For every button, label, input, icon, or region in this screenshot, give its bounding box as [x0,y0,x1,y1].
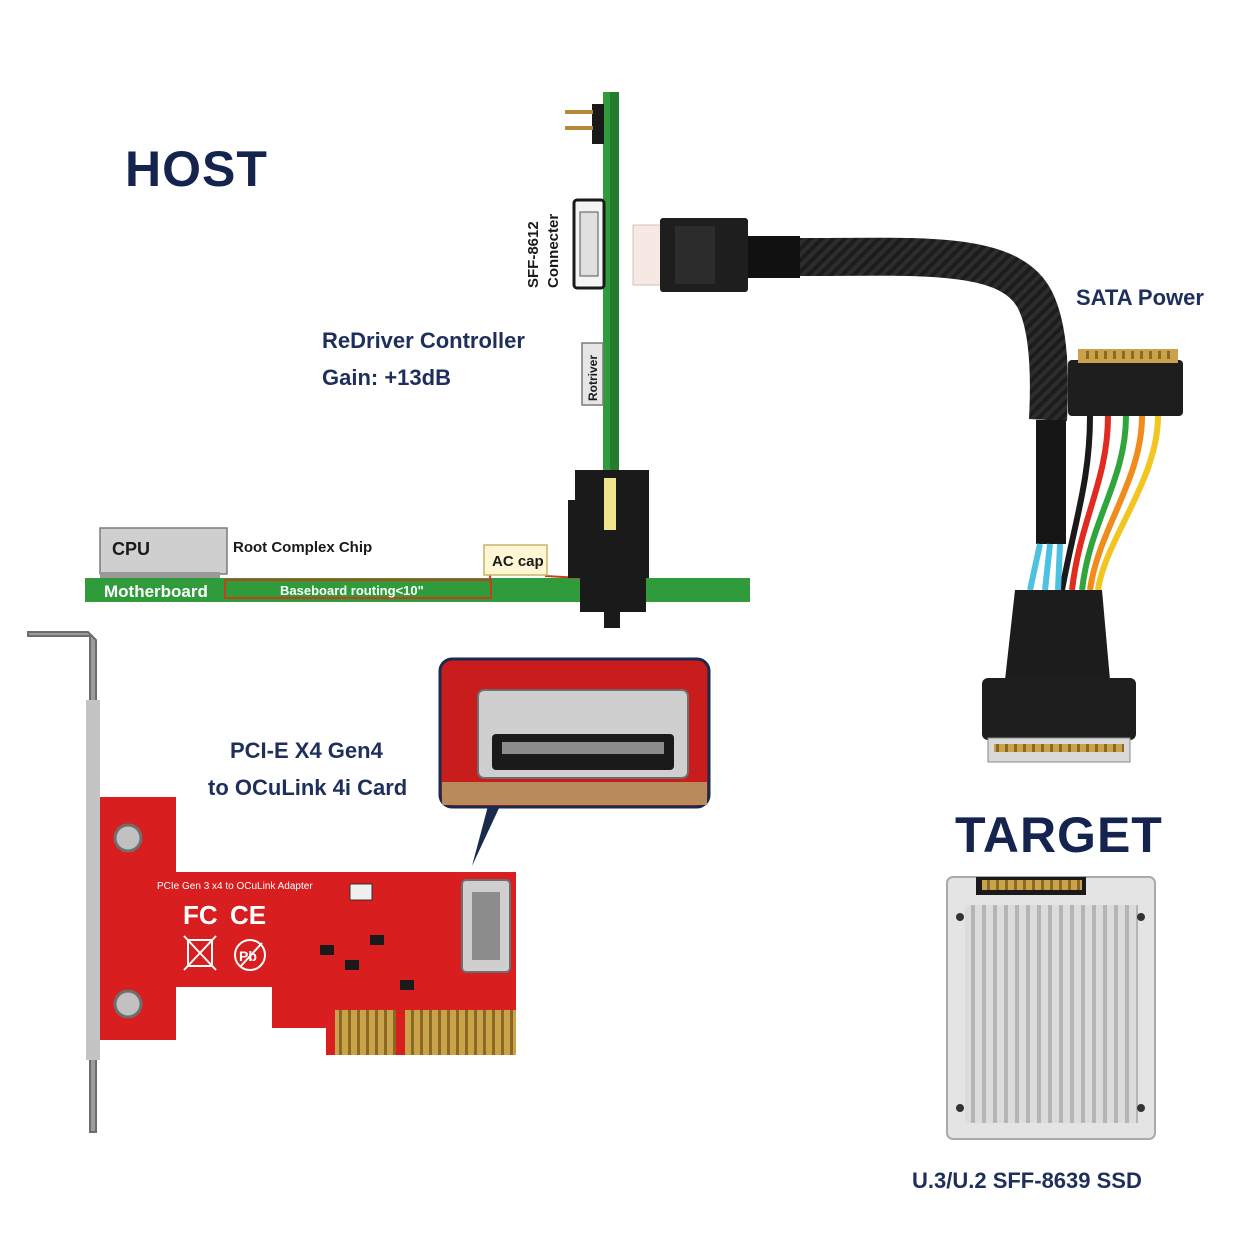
target-title: TARGET [955,807,1163,863]
pb-mark: Pb [239,948,257,964]
fc-mark: FC [183,900,218,930]
sata-power-label: SATA Power [1076,285,1204,310]
sff-connector-line1: SFF-8612 [525,221,542,288]
oculink-cable [632,218,1183,763]
baseboard-routing-label: Baseboard routing<10" [280,583,424,598]
redriver-title: ReDriver Controller [322,328,525,353]
u2-ssd [946,876,1156,1140]
cpu-label: CPU [112,539,150,559]
redriver-chip-label: Rotriver [586,355,600,401]
ssd-label: U.3/U.2 SFF-8639 SSD [912,1168,1142,1193]
root-complex-label: Root Complex Chip [233,539,373,556]
host-title: HOST [125,141,268,197]
redriver-board: Rotriver [565,92,649,628]
redriver-gain: Gain: +13dB [322,365,451,390]
card-title-line2: to OCuLink 4i Card [208,775,408,800]
ac-cap: AC cap [483,544,548,576]
motherboard-label: Motherboard [104,582,208,601]
weee-bin-icon [183,935,217,971]
pcie-bracket [27,631,100,1133]
pcie-card: PCIe Gen 3 x4 to OCuLink Adapter FC CE P… [100,797,516,1055]
ce-mark: CE [230,900,266,930]
sff-connector-line2: Connecter [545,214,562,288]
cpu-chip: CPU [99,527,228,578]
motherboard: Motherboard Baseboard routing<10" [85,574,750,602]
card-title-line1: PCI-E X4 Gen4 [230,738,383,763]
oculink-port-zoom-callout [438,657,711,866]
card-silkscreen: PCIe Gen 3 x4 to OCuLink Adapter [157,881,313,892]
pb-free-icon: Pb [234,939,266,971]
ac-cap-label: AC cap [492,553,544,570]
